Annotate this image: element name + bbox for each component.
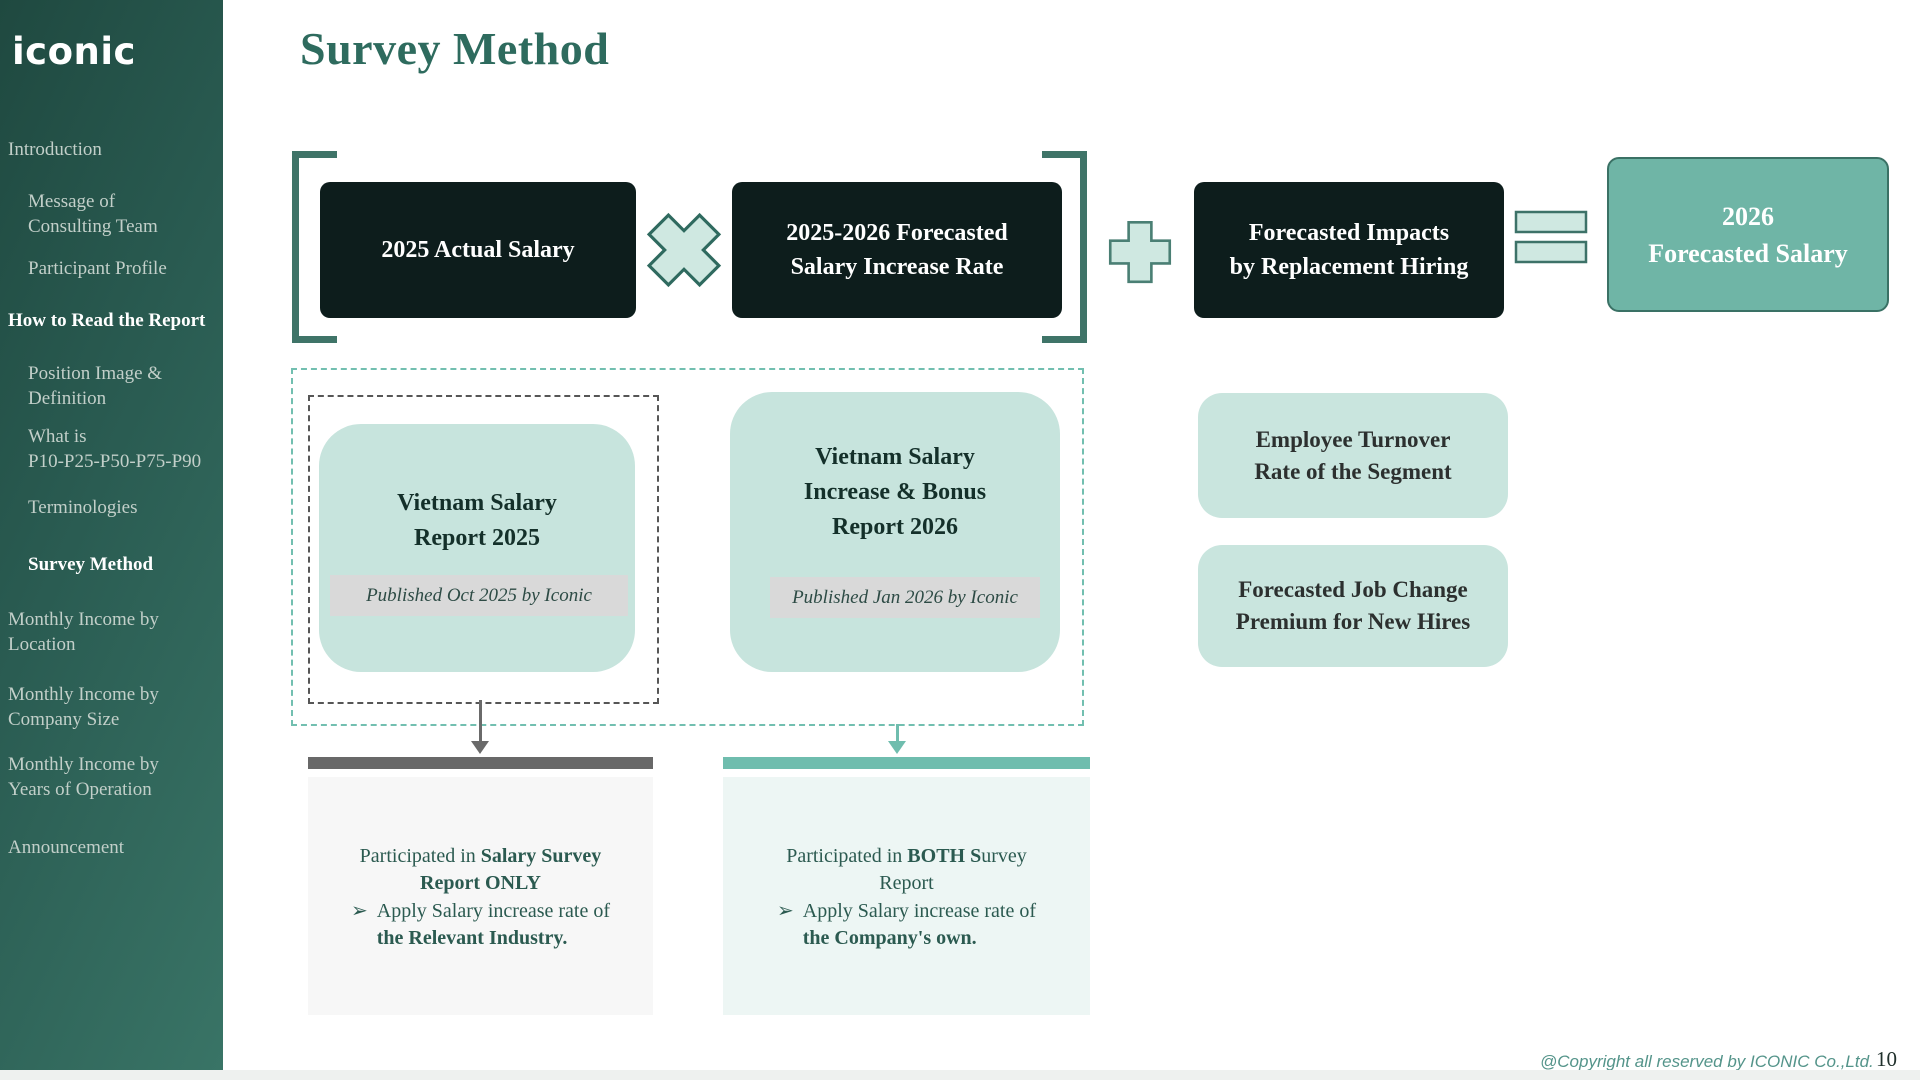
page-number: 10 bbox=[1876, 1047, 1897, 1071]
down-arrow-teal-shaft bbox=[896, 724, 899, 742]
right-bracket bbox=[1080, 151, 1087, 343]
report-card-2026-published: Published Jan 2026 by Iconic bbox=[770, 577, 1040, 618]
report-card-2025-published: Published Oct 2025 by Iconic bbox=[330, 575, 628, 616]
iconic-logo: iconic bbox=[12, 30, 136, 73]
sidebar-item-position-image-definition[interactable]: Position Image & Definition bbox=[28, 363, 163, 409]
left-bracket-bottom-arm bbox=[292, 336, 337, 343]
down-arrow-teal-head bbox=[888, 741, 906, 754]
down-arrow-gray-head bbox=[471, 741, 489, 754]
teal-divider-bar bbox=[723, 757, 1090, 769]
report-card-2025-title: Vietnam Salary Report 2025 bbox=[397, 490, 557, 551]
right-bracket-bottom-arm bbox=[1042, 336, 1087, 343]
plus-icon bbox=[1108, 220, 1172, 284]
page-title: Survey Method bbox=[300, 23, 610, 74]
arrow-bullet-icon: ➢ bbox=[777, 900, 794, 922]
report-card-2026-title: Vietnam Salary Increase & Bonus Report 2… bbox=[803, 444, 987, 540]
teal-dashed-frame bbox=[291, 368, 1084, 726]
sidebar-item-monthly-income-by-company-size[interactable]: Monthly Income by Company Size bbox=[8, 684, 159, 730]
sidebar-item-what-is-percentiles[interactable]: What is P10-P25-P50-P75-P90 bbox=[28, 426, 202, 472]
equals-icon bbox=[1514, 210, 1588, 264]
gray-divider-bar bbox=[308, 757, 653, 769]
bottom-edge-strip bbox=[0, 1070, 1920, 1080]
sidebar-item-survey-method[interactable]: Survey Method bbox=[28, 554, 154, 575]
right-bracket-top-arm bbox=[1042, 151, 1087, 158]
report-card-2026: Vietnam Salary Increase & Bonus Report 2… bbox=[730, 392, 1060, 672]
sidebar-item-terminologies[interactable]: Terminologies bbox=[28, 497, 138, 518]
gray-dashed-frame bbox=[308, 395, 659, 704]
sidebar-item-message-of-consulting-team[interactable]: Message of Consulting Team bbox=[28, 191, 158, 237]
sidebar-item-introduction[interactable]: Introduction bbox=[8, 139, 102, 160]
sidebar-item-participant-profile[interactable]: Participant Profile bbox=[28, 258, 167, 279]
sidebar-item-monthly-income-by-years-of-operation[interactable]: Monthly Income by Years of Operation bbox=[8, 754, 159, 800]
sidebar-item-announcement[interactable]: Announcement bbox=[8, 837, 125, 858]
down-arrow-gray-shaft bbox=[479, 700, 482, 742]
sidebar-item-monthly-income-by-location[interactable]: Monthly Income by Location bbox=[8, 609, 159, 655]
report-card-2025: Vietnam Salary Report 2025 Published Oct… bbox=[319, 424, 635, 672]
employee-turnover-card: Employee Turnover Rate of the Segment bbox=[1198, 393, 1508, 518]
forecasted-salary-result-box: 2026 Forecasted Salary bbox=[1607, 157, 1889, 312]
left-bracket bbox=[292, 151, 299, 343]
sidebar: iconic Introduction Message of Consultin… bbox=[0, 0, 223, 1070]
copyright-text: @Copyright all reserved by ICONIC Co.,Lt… bbox=[1540, 1052, 1874, 1071]
multiply-icon bbox=[646, 212, 722, 288]
actual-salary-box: 2025 Actual Salary bbox=[320, 182, 636, 318]
sidebar-item-how-to-read-the-report[interactable]: How to Read the Report bbox=[8, 310, 206, 331]
increase-rate-box: 2025-2026 Forecasted Salary Increase Rat… bbox=[732, 182, 1062, 318]
arrow-bullet-icon: ➢ bbox=[351, 900, 368, 922]
impacts-box: Forecasted Impacts by Replacement Hiring bbox=[1194, 182, 1504, 318]
job-change-premium-card: Forecasted Job Change Premium for New Hi… bbox=[1198, 545, 1508, 667]
left-bracket-top-arm bbox=[292, 151, 337, 158]
